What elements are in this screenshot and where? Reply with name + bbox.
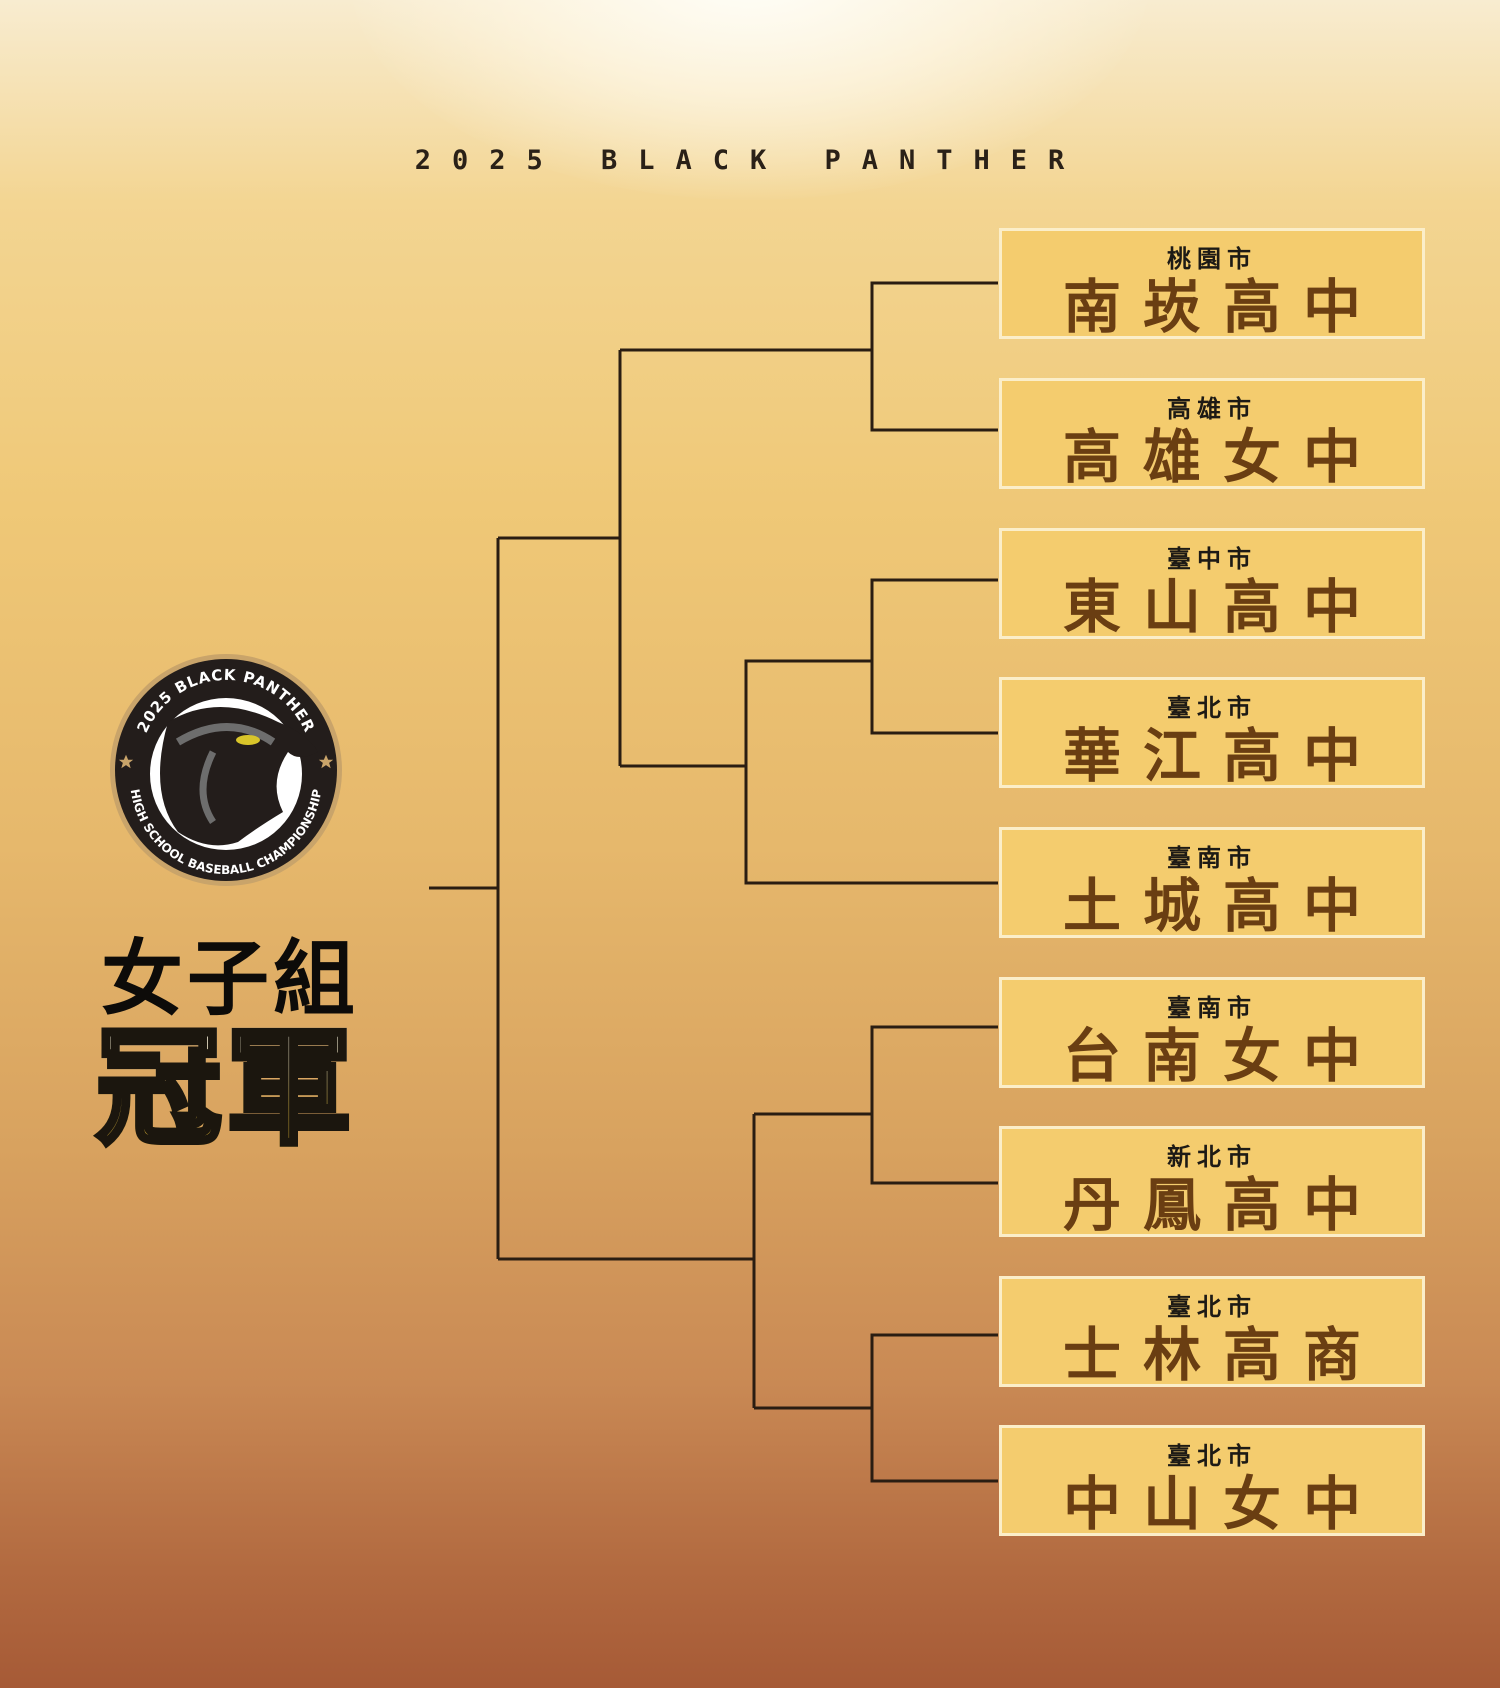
team-school: 高雄女中 xyxy=(1062,423,1383,491)
bracket-pair-2 xyxy=(620,578,998,885)
bracket-pair-1 xyxy=(620,281,998,432)
team-box: 臺南市台南女中 xyxy=(999,977,1425,1090)
bracket-top-semi xyxy=(498,350,622,766)
team-box: 臺北市中山女中 xyxy=(999,1425,1425,1538)
team-box: 臺北市華江高中 xyxy=(999,677,1425,790)
team-box: 高雄市高雄女中 xyxy=(999,378,1425,491)
bracket-pair-4 xyxy=(754,1333,998,1483)
team-city: 臺中市 xyxy=(1167,545,1257,573)
team-box: 臺南市土城高中 xyxy=(999,827,1425,940)
champion-label: 冠軍 xyxy=(66,1013,386,1165)
team-city: 高雄市 xyxy=(1167,395,1257,423)
bracket-bottom-semi xyxy=(498,1114,756,1408)
team-box: 新北市丹鳳高中 xyxy=(999,1126,1425,1239)
team-city: 新北市 xyxy=(1167,1143,1257,1171)
star-icon xyxy=(118,754,134,769)
team-city: 臺北市 xyxy=(1167,1293,1257,1321)
team-city: 臺南市 xyxy=(1167,844,1257,872)
division-label: 女子組 xyxy=(100,932,359,1027)
team-school: 台南女中 xyxy=(1062,1022,1383,1090)
black-panther-logo: 2025 BLACK PANTHER HIGH SCHOOL BASEBALL … xyxy=(110,654,342,886)
team-city: 桃園市 xyxy=(1167,245,1257,273)
team-school: 東山高中 xyxy=(1062,573,1383,641)
event-title: 2025 BLACK PANTHER xyxy=(414,145,1086,176)
team-school: 中山女中 xyxy=(1062,1470,1383,1538)
bracket-final xyxy=(429,538,500,1259)
team-box: 臺北市士林高商 xyxy=(999,1276,1425,1389)
team-city: 臺北市 xyxy=(1167,1442,1257,1470)
team-box: 桃園市南崁高中 xyxy=(999,228,1425,341)
team-school: 士林高商 xyxy=(1062,1321,1383,1389)
star-icon xyxy=(318,754,334,769)
team-school: 南崁高中 xyxy=(1062,273,1383,341)
team-school: 土城高中 xyxy=(1062,872,1383,940)
bracket-pair-3 xyxy=(754,1025,998,1185)
team-box: 臺中市東山高中 xyxy=(999,528,1425,641)
team-city: 臺北市 xyxy=(1167,694,1257,722)
team-city: 臺南市 xyxy=(1167,994,1257,1022)
team-school: 華江高中 xyxy=(1062,722,1383,790)
team-school: 丹鳳高中 xyxy=(1062,1171,1383,1239)
